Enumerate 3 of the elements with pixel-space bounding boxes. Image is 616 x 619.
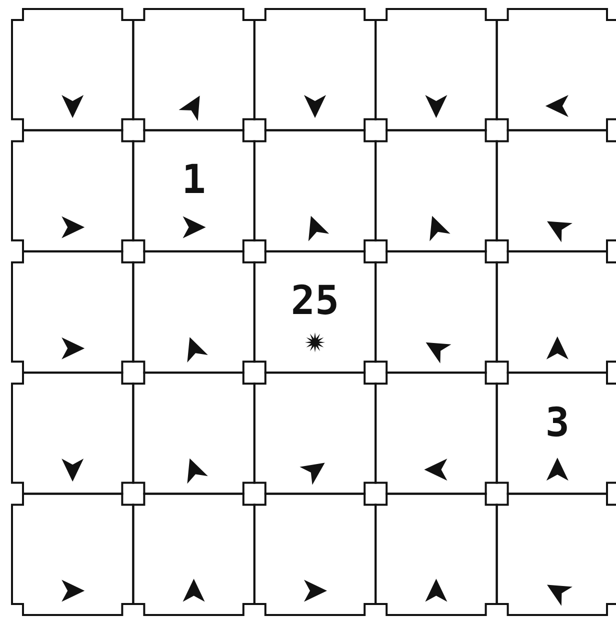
clue-number: 1 bbox=[182, 160, 206, 200]
clue-number: 3 bbox=[545, 402, 570, 443]
clue-number: 25 bbox=[290, 281, 340, 322]
